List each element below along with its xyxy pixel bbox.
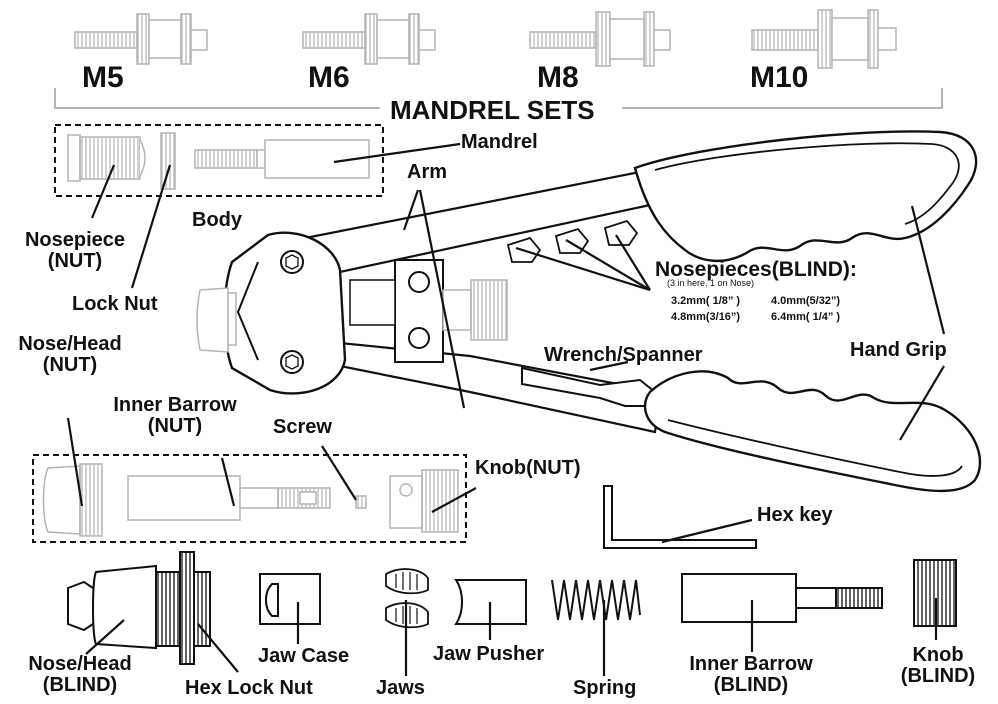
mandrel-m6: [302, 13, 436, 65]
nose-head-nut-label: Nose/Head (NUT): [18, 333, 122, 376]
nose-head-blind-part: [67, 551, 211, 665]
mandrel-m10: [751, 9, 897, 69]
size-label-m6: M6: [308, 61, 350, 94]
jaws-label: Jaws: [376, 677, 425, 699]
nosepieces-blind-title: Nosepieces(BLIND):: [655, 258, 857, 281]
arm-label: Arm: [407, 161, 448, 183]
nose-head-blind-label: Nose/Head (BLIND): [28, 653, 132, 696]
size-label-m10: M10: [750, 61, 809, 94]
mandrel-m5: [74, 13, 208, 65]
lower-hand-grip: [643, 370, 982, 493]
nose-head-nut-part: [42, 463, 103, 537]
middle-mechanism: [349, 259, 508, 363]
mandrel-label: Mandrel: [461, 131, 538, 153]
hex-lock-nut-label: Hex Lock Nut: [185, 677, 313, 699]
hex-key-part: [603, 485, 757, 549]
nosepiece-size-2: 4.0mm(5/32”): [771, 295, 841, 307]
jaw-case-part: [259, 573, 321, 625]
knob-nut-part: [389, 469, 459, 533]
spring-label: Spring: [573, 677, 637, 699]
tool-nose-head: [196, 287, 237, 353]
size-label-m5: M5: [82, 61, 124, 94]
lock-nut-label: Lock Nut: [72, 293, 158, 315]
spring-part: [551, 579, 641, 621]
screw-label: Screw: [273, 416, 332, 438]
jaw-pusher-label: Jaw Pusher: [433, 643, 545, 665]
inner-barrow-blind-part: [681, 573, 883, 623]
nosepiece-nut-part: [67, 134, 146, 182]
size-label-m8: M8: [537, 61, 579, 94]
nut-accessory-box: [54, 124, 384, 197]
mandrel-sets-title: MANDREL SETS: [390, 95, 595, 125]
wrench-spanner-label: Wrench/Spanner: [544, 344, 703, 366]
inner-barrow-nut-label: Inner Barrow (NUT): [113, 394, 237, 437]
mandrel-sets-bracket: [54, 88, 943, 109]
jaw-case-label: Jaw Case: [258, 645, 350, 667]
nosepieces-blind-note: (3 in here, 1 on Nose): [667, 278, 755, 288]
nosepiece-size-3: 4.8mm(3/16”): [671, 311, 741, 323]
upper-hand-grip: [633, 130, 978, 263]
inner-barrow-blind-label: Inner Barrow (BLIND): [689, 653, 813, 696]
mandrel-part: [194, 139, 370, 179]
knob-nut-label: Knob(NUT): [475, 457, 581, 479]
inner-barrow-nut-part: [127, 475, 331, 521]
nosepiece-nut-label: Nosepiece (NUT): [24, 229, 126, 272]
body-label: Body: [192, 209, 242, 231]
lock-nut-part: [160, 132, 176, 190]
knob-blind-label: Knob (BLIND): [900, 644, 976, 687]
hand-grip-label: Hand Grip: [850, 339, 947, 361]
screw-part: [355, 495, 367, 509]
nosepiece-size-4: 6.4mm( 1/4” ): [771, 311, 841, 323]
mandrel-m8: [529, 11, 671, 67]
leader-lines: [66, 142, 946, 676]
hex-key-label: Hex key: [757, 504, 833, 526]
nosepiece-size-1: 3.2mm( 1/8” ): [671, 295, 741, 307]
